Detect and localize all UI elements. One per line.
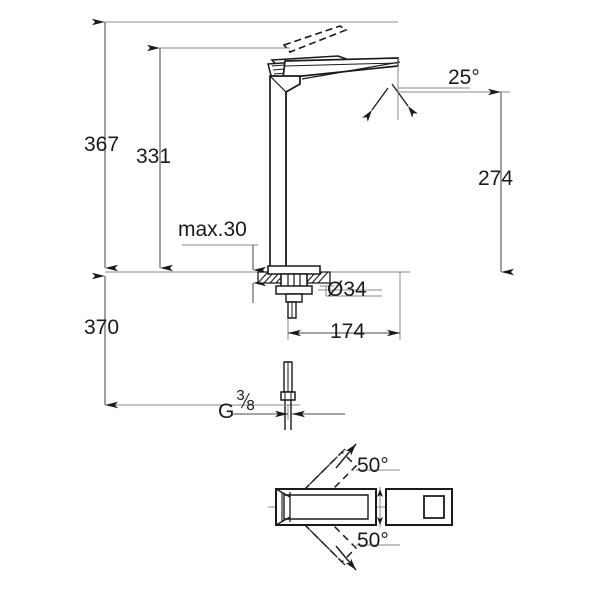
dimension-countertop-max: max.30: [178, 218, 247, 241]
plan-swivel-marker: [377, 487, 383, 527]
dimension-spout-angle: 25°: [448, 66, 480, 89]
thread-denominator: 8: [246, 397, 255, 414]
plan-spout-right: [385, 488, 453, 526]
thread-prefix: G: [218, 400, 235, 423]
dimension-spout-reach: 174: [330, 320, 366, 343]
supply-hose: [280, 361, 296, 430]
plan-angle-leaders: [335, 443, 400, 571]
plan-body: [275, 488, 377, 526]
lever-handle-raised: [282, 25, 348, 53]
dimension-swivel-down: 50°: [357, 529, 389, 552]
faucet-column: [269, 61, 401, 279]
dimension-total-height: 367: [84, 133, 120, 156]
mounting-base: [267, 265, 321, 319]
thread-numerator: 3: [236, 387, 245, 404]
faucet-plan-view: [268, 443, 453, 571]
dimension-body-height: 331: [136, 145, 172, 168]
diameter-leader: [320, 285, 382, 297]
dimension-swivel-up: 50°: [357, 454, 389, 477]
spout-arm: [282, 57, 399, 79]
faucet-elevation-view: [200, 25, 470, 430]
dimension-below-counter: 370: [84, 316, 120, 339]
dimension-base-diameter: Ø34: [327, 278, 367, 301]
angle-leader-lines: [362, 58, 470, 122]
dimension-spout-height: 274: [478, 167, 514, 190]
